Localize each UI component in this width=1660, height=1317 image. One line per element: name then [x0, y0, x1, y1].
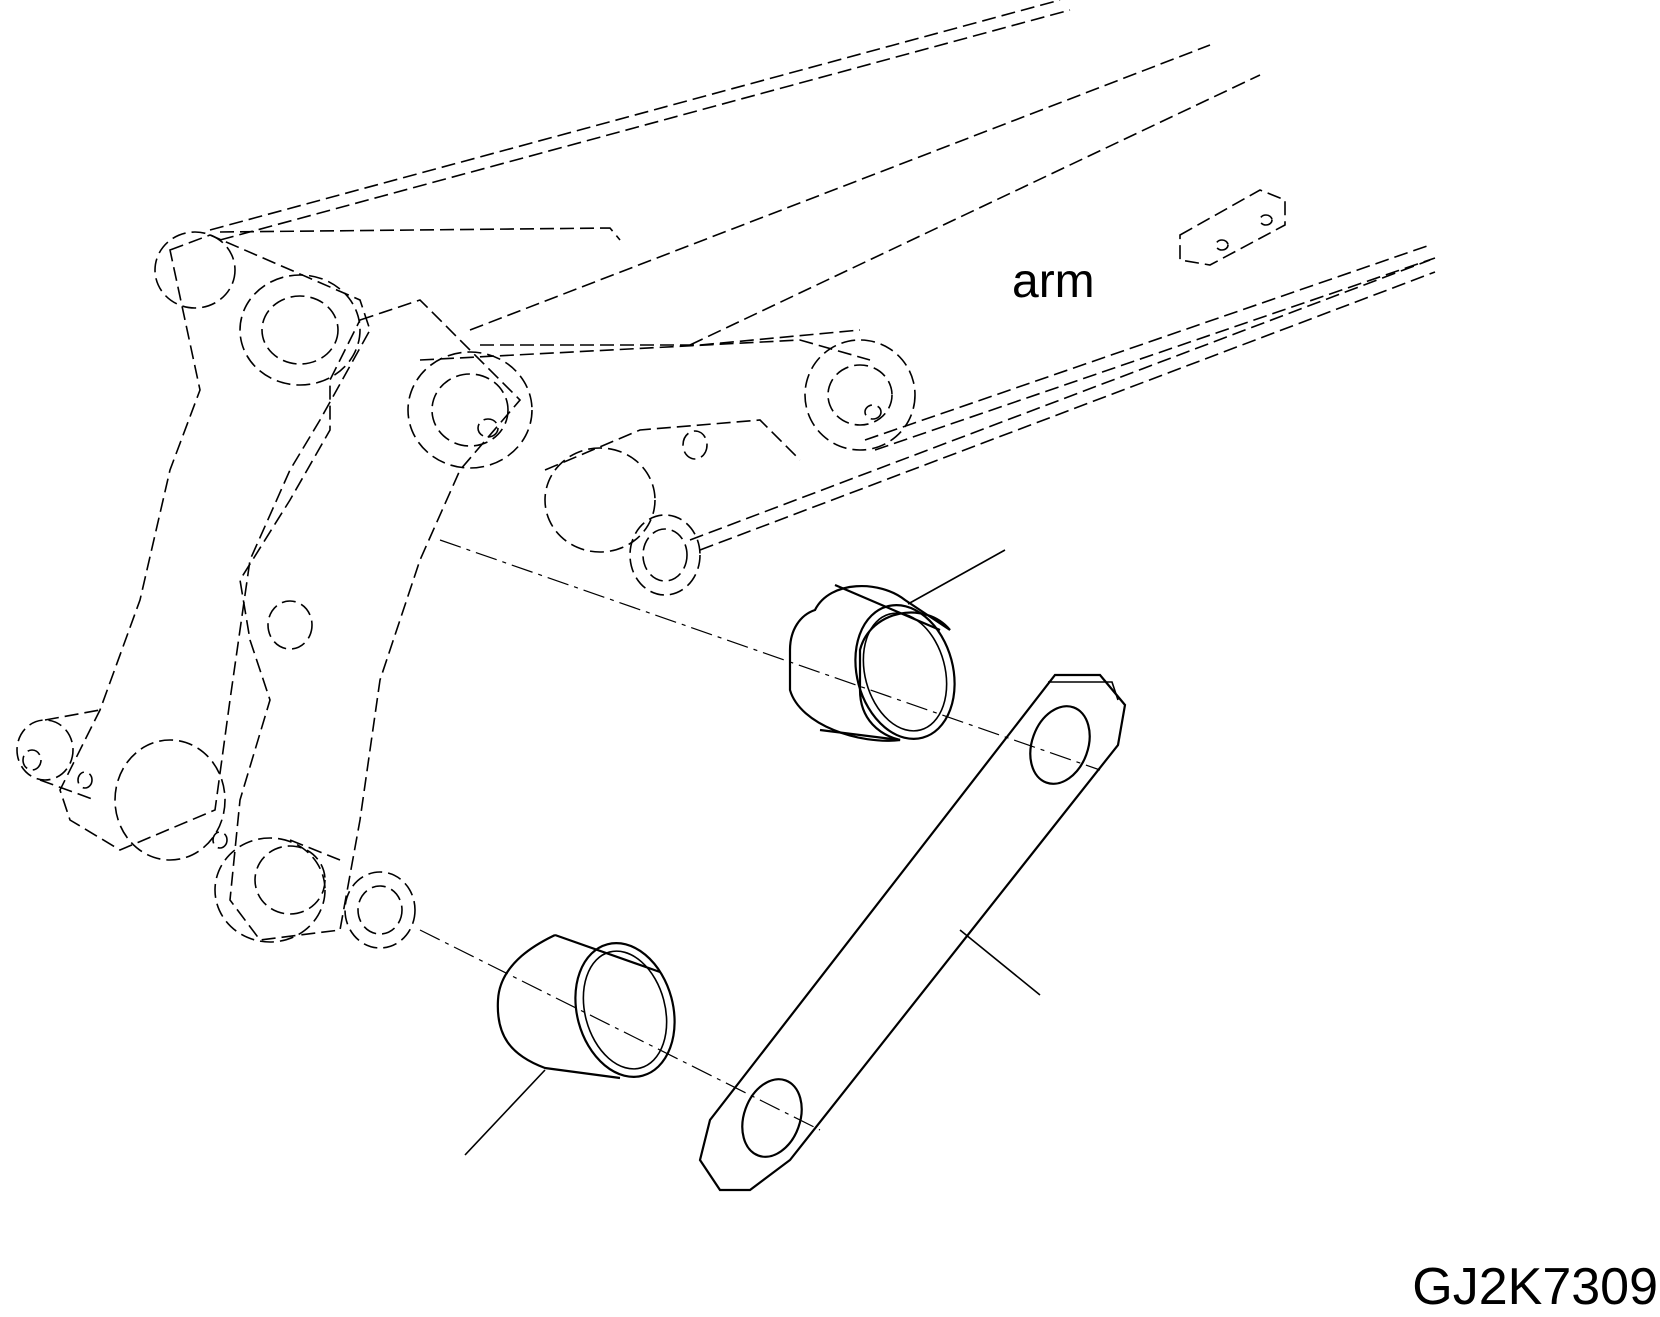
link-plate	[698, 673, 1127, 1192]
figure-code: GJ2K7309	[1412, 1258, 1658, 1316]
arm-label: arm	[1012, 255, 1095, 308]
upper-bushing	[788, 583, 956, 742]
leader-lines	[464, 549, 1041, 1156]
link-assembly	[16, 231, 916, 949]
arm-bracket	[1179, 189, 1286, 266]
lower-bushing	[496, 933, 676, 1080]
arm-outline	[209, 0, 1436, 551]
assembly-center-lines	[419, 539, 1101, 1131]
